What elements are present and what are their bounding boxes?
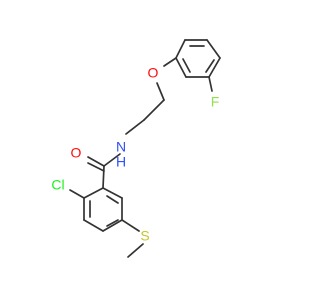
bond (102, 165, 105, 189)
bond (102, 187, 123, 199)
bond (206, 39, 221, 59)
bond (103, 153, 121, 167)
atom-labels: O F N H O Cl S (51, 65, 219, 244)
carbonyl-oxygen-label: O (71, 145, 82, 161)
oxygen-ether-label: O (148, 65, 159, 81)
molecule-canvas: O F N H O Cl S (51, 39, 221, 258)
bond (125, 119, 145, 135)
bond (205, 59, 215, 73)
bond (121, 219, 140, 232)
bond (143, 99, 165, 121)
bond (182, 58, 191, 73)
bond (106, 219, 119, 227)
molecule-structure: O F N H O Cl S (51, 39, 221, 258)
bond (102, 219, 123, 232)
bond (83, 187, 104, 199)
bond (175, 57, 187, 78)
bond (87, 156, 105, 167)
hydrogen-label: H (116, 154, 126, 170)
sulfur-label: S (140, 228, 149, 244)
nitrogen-label: N (116, 139, 126, 155)
bond (208, 76, 213, 92)
bond (175, 39, 186, 59)
bond (127, 243, 144, 258)
bond (83, 219, 104, 232)
bonds (69, 39, 221, 258)
bond (156, 82, 165, 101)
bond (106, 195, 119, 204)
bond (208, 57, 221, 78)
bond (163, 57, 177, 67)
fluorine-label: F (211, 94, 220, 110)
chlorine-label: Cl (51, 177, 64, 193)
bond (87, 162, 105, 172)
bond (69, 189, 85, 199)
